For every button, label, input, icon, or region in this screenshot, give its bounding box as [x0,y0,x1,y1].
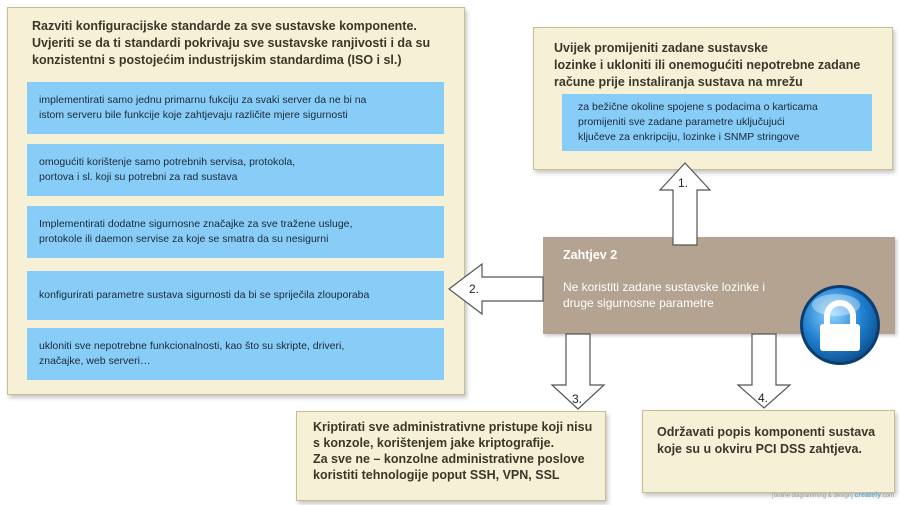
watermark: [online diagramming & design] creately.c… [772,492,894,499]
inventory-title: Održavati popis komponenti sustava koje … [657,425,876,456]
watermark-suffix: .com [880,493,894,499]
arrow-2-label: 2. [469,282,480,296]
padlock-icon [800,285,880,365]
arrow-3-label: 3. [572,392,583,406]
inventory-panel: Održavati popis komponenti sustava koje … [642,410,895,493]
arrow-3 [550,333,606,410]
arrow-4 [736,333,792,409]
requirement-text: Ne koristiti zadane sustavske lozinke i … [563,280,766,310]
config-standards-panel: Razviti konfiguracijske standarde za sve… [7,7,465,395]
arrow-2 [448,262,544,316]
config-standards-title: Razviti konfiguracijske standarde za sve… [32,19,431,67]
arrow-1-label: 1. [678,176,689,190]
change-defaults-title: Uvijek promijeniti zadane sustavske lozi… [554,41,861,89]
watermark-prefix: [online diagramming & design] [772,493,853,499]
item-single-function: implementirati samo jednu primarnu fukci… [27,82,444,134]
item-necessary-services: omogućiti korištenje samo potrebnih serv… [27,144,444,196]
item-additional-security: Implementirati dodatne sigurnosne značaj… [27,206,444,258]
arrow-4-label: 4. [758,391,769,405]
encrypt-access-panel: Kriptirati sve administrativne pristupe … [296,411,606,501]
item-remove-functionality: ukloniti sve nepotrebne funkcionalnosti,… [27,328,444,380]
item-security-parameters: konfigurirati parametre sustava sigurnos… [27,271,444,320]
requirement-title: Zahtjev 2 [563,248,618,262]
arrow-1 [658,162,712,246]
encrypt-access-title: Kriptirati sve administrativne pristupe … [313,420,593,482]
watermark-brand: creately [854,492,881,499]
item-wireless-environments: za bežične okoline spojene s podacima o … [562,94,872,151]
change-defaults-panel: Uvijek promijeniti zadane sustavske lozi… [533,27,893,170]
